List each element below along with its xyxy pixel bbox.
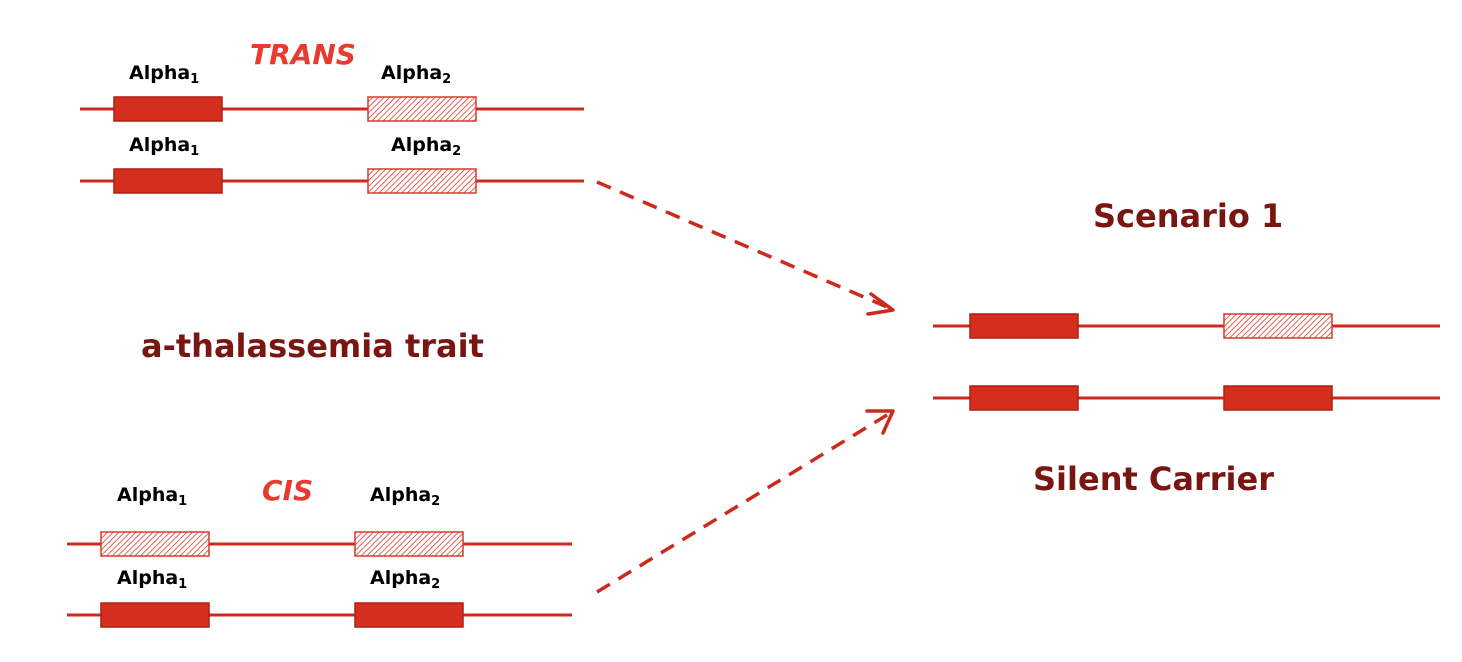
gene-alpha2-normal [354,602,464,628]
chromosome-trans-top [80,96,584,122]
gene-alpha1-normal [100,602,210,628]
gene-label-alpha1: Alpha1 [117,484,188,509]
gene-alpha2-deleted [354,531,464,557]
gene-alpha1-normal [113,168,223,194]
config-label-trans: TRANS [250,38,356,71]
gene-label-alpha2: Alpha2 [381,62,452,87]
gene-label-alpha2: Alpha2 [391,134,462,159]
arrow-shaft [596,180,888,309]
chromosome-result-bottom [933,385,1440,411]
arrow-trans-to-result [596,180,895,316]
config-label-cis: CIS [262,474,314,507]
label-silent-carrier: Silent Carrier [1033,460,1274,498]
gene-label-alpha2: Alpha2 [370,567,441,592]
chromosome-cis-bottom [67,602,572,628]
gene-alpha1-normal [113,96,223,122]
gene-alpha1-deleted [100,531,210,557]
chromosome-result-top [933,313,1440,339]
chromosome-trans-bottom [80,168,584,194]
gene-alpha2-deleted [367,96,477,122]
gene-label-alpha2: Alpha2 [370,484,441,509]
label-alpha-thalassemia-trait: a-thalassemia trait [141,327,484,365]
gene-alpha1-normal [969,385,1079,411]
label-scenario: Scenario 1 [1093,197,1284,235]
arrow-head [865,409,895,435]
gene-label-alpha1: Alpha1 [117,567,188,592]
gene-label-alpha1: Alpha1 [129,134,200,159]
gene-label-alpha1: Alpha1 [129,62,200,87]
arrow-cis-to-result [596,409,895,594]
gene-alpha2-deleted [367,168,477,194]
arrow-shaft [596,413,888,594]
arrow-head [866,292,895,316]
chromosome-cis-top [67,531,572,557]
gene-alpha2-deleted [1223,313,1333,339]
gene-alpha1-normal [969,313,1079,339]
gene-alpha2-normal [1223,385,1333,411]
